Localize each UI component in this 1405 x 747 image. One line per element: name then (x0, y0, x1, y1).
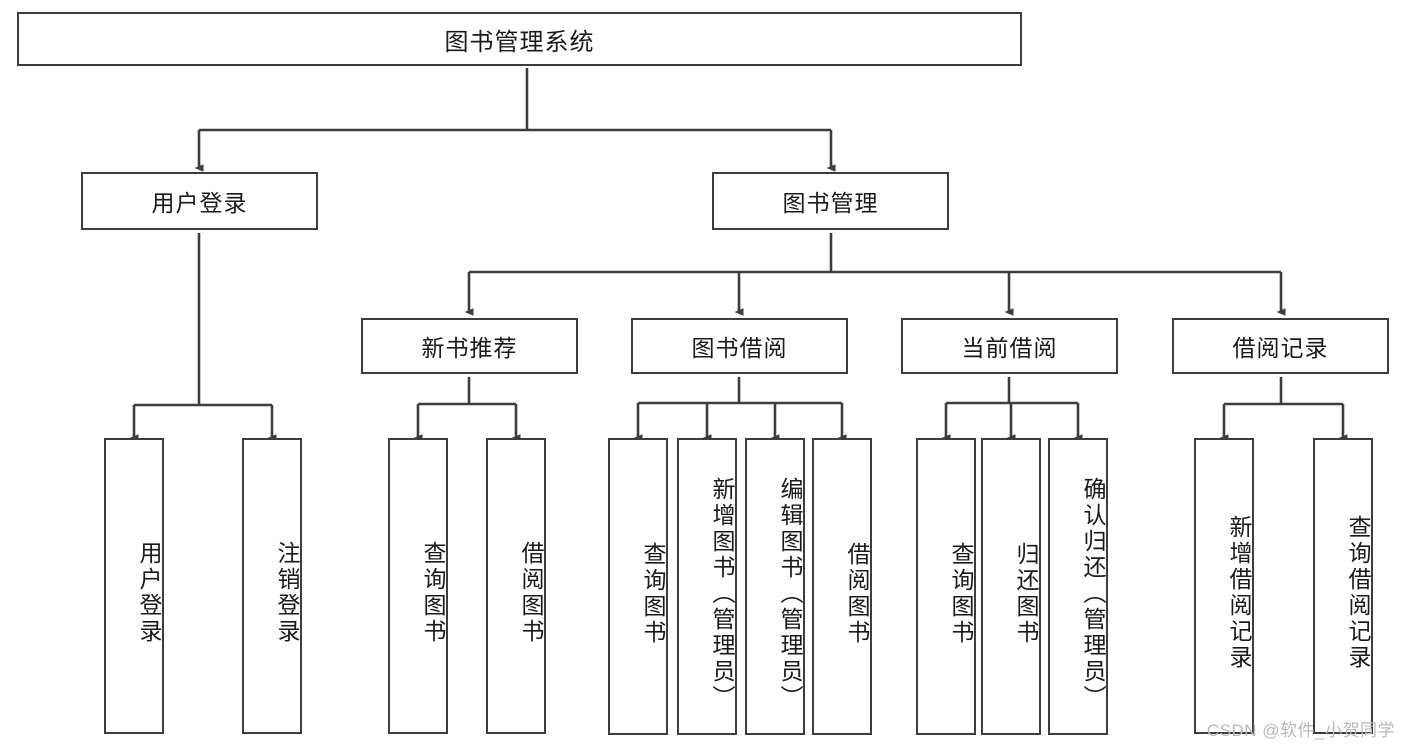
node-label: 归还图书 (1013, 541, 1039, 646)
node-label: 新增图书（管理员） (709, 476, 735, 711)
node-label: 当前借阅 (961, 335, 1058, 361)
node-user-login[interactable]: 用户登录 (81, 172, 318, 230)
node-book-management[interactable]: 图书管理 (712, 172, 949, 230)
leaf-current-query-book[interactable]: 查询图书 (916, 438, 976, 735)
node-label: 编辑图书（管理员） (777, 476, 803, 711)
node-label: 用户登录 (151, 190, 248, 216)
node-borrow-record[interactable]: 借阅记录 (1172, 318, 1389, 374)
node-label: 查询图书 (420, 541, 446, 645)
leaf-current-return-book[interactable]: 归还图书 (981, 438, 1041, 735)
node-current-borrow[interactable]: 当前借阅 (901, 318, 1118, 374)
node-label: 图书管理 (782, 190, 879, 216)
node-label: 借阅记录 (1232, 335, 1329, 361)
node-label: 查询借阅记录 (1345, 515, 1371, 671)
leaf-borrow-query-book[interactable]: 查询图书 (608, 438, 668, 735)
node-label: 图书管理系统 (444, 28, 595, 56)
node-label: 新增借阅记录 (1226, 515, 1252, 671)
node-book-borrow[interactable]: 图书借阅 (631, 318, 848, 374)
node-label: 查询图书 (640, 541, 666, 646)
leaf-borrow-add-book-admin[interactable]: 新增图书（管理员） (677, 438, 737, 735)
node-label: 用户登录 (136, 541, 162, 645)
leaf-borrow-borrow-book[interactable]: 借阅图书 (812, 438, 872, 735)
node-label: 新书推荐 (421, 335, 518, 361)
csdn-watermark: CSDN @软件_小贺同学 (1206, 721, 1395, 740)
leaf-record-add-borrow-record[interactable]: 新增借阅记录 (1194, 438, 1254, 734)
node-label: 确认归还（管理员） (1080, 476, 1106, 711)
node-label: 借阅图书 (844, 541, 870, 646)
leaf-record-query-borrow-record[interactable]: 查询借阅记录 (1313, 438, 1373, 734)
node-new-book-recommend[interactable]: 新书推荐 (361, 318, 578, 374)
leaf-current-confirm-return-admin[interactable]: 确认归还（管理员） (1048, 438, 1108, 735)
node-label: 注销登录 (274, 541, 300, 645)
node-label: 图书借阅 (691, 335, 788, 361)
leaf-recommend-query-book[interactable]: 查询图书 (388, 438, 448, 734)
leaf-logout-login[interactable]: 注销登录 (242, 438, 302, 734)
leaf-recommend-borrow-book[interactable]: 借阅图书 (486, 438, 546, 734)
node-label: 借阅图书 (518, 541, 544, 645)
leaf-borrow-edit-book-admin[interactable]: 编辑图书（管理员） (745, 438, 805, 735)
node-label: 查询图书 (948, 541, 974, 646)
leaf-user-login[interactable]: 用户登录 (104, 438, 164, 734)
node-root-book-management-system[interactable]: 图书管理系统 (17, 12, 1022, 66)
